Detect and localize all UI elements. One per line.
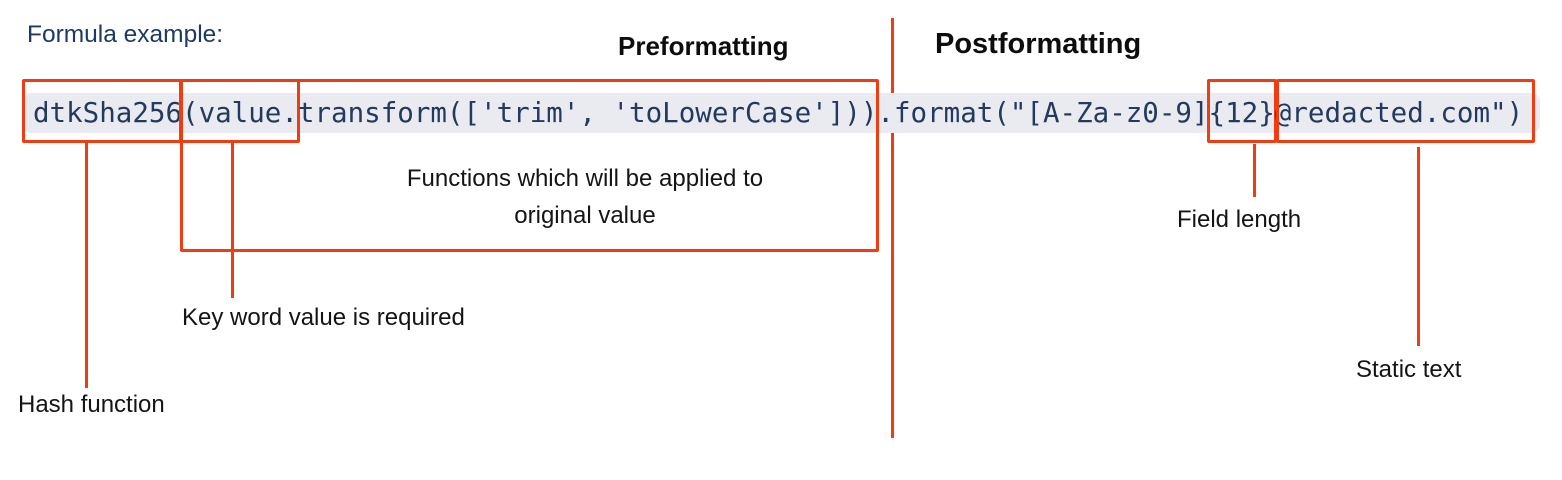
functions-annotation-line1: Functions which will be applied to [406, 165, 764, 192]
preformatting-heading: Preformatting [618, 31, 789, 61]
postformatting-heading: Postformatting [935, 28, 1142, 60]
code-segment-value-keyword: (value. [180, 79, 300, 143]
keyword-connector-line [231, 142, 234, 298]
pre-post-divider-line [891, 18, 894, 438]
code-segment-format: .format("[A-Za-z0-9] [877, 97, 1209, 129]
keyword-label: Key word value is required [182, 304, 465, 331]
code-segment-static-text: @redacted.com") [1275, 79, 1536, 143]
code-segment-field-length: {12} [1206, 79, 1277, 143]
hash-function-connector-line [85, 142, 88, 388]
formula-code: dtkSha256(value.transform(['trim', 'toLo… [22, 79, 1540, 252]
static-text-connector-line [1417, 147, 1420, 346]
functions-annotation-line2: original value [514, 202, 656, 229]
code-segment-transform: transform(['trim', 'toLowerCase'])) [297, 97, 878, 129]
field-length-label: Field length [1177, 206, 1302, 233]
functions-annotation: Functions which will be applied to origi… [335, 160, 835, 234]
code-segment-hash-function: dtkSha256 [22, 79, 183, 143]
hash-function-label: Hash function [18, 391, 165, 418]
page-title: Formula example: [27, 21, 224, 48]
field-length-connector-line [1253, 144, 1256, 197]
code-segment-group-preformat: (value.transform(['trim', 'toLowerCase']… [180, 79, 880, 252]
static-text-label: Static text [1356, 356, 1462, 383]
